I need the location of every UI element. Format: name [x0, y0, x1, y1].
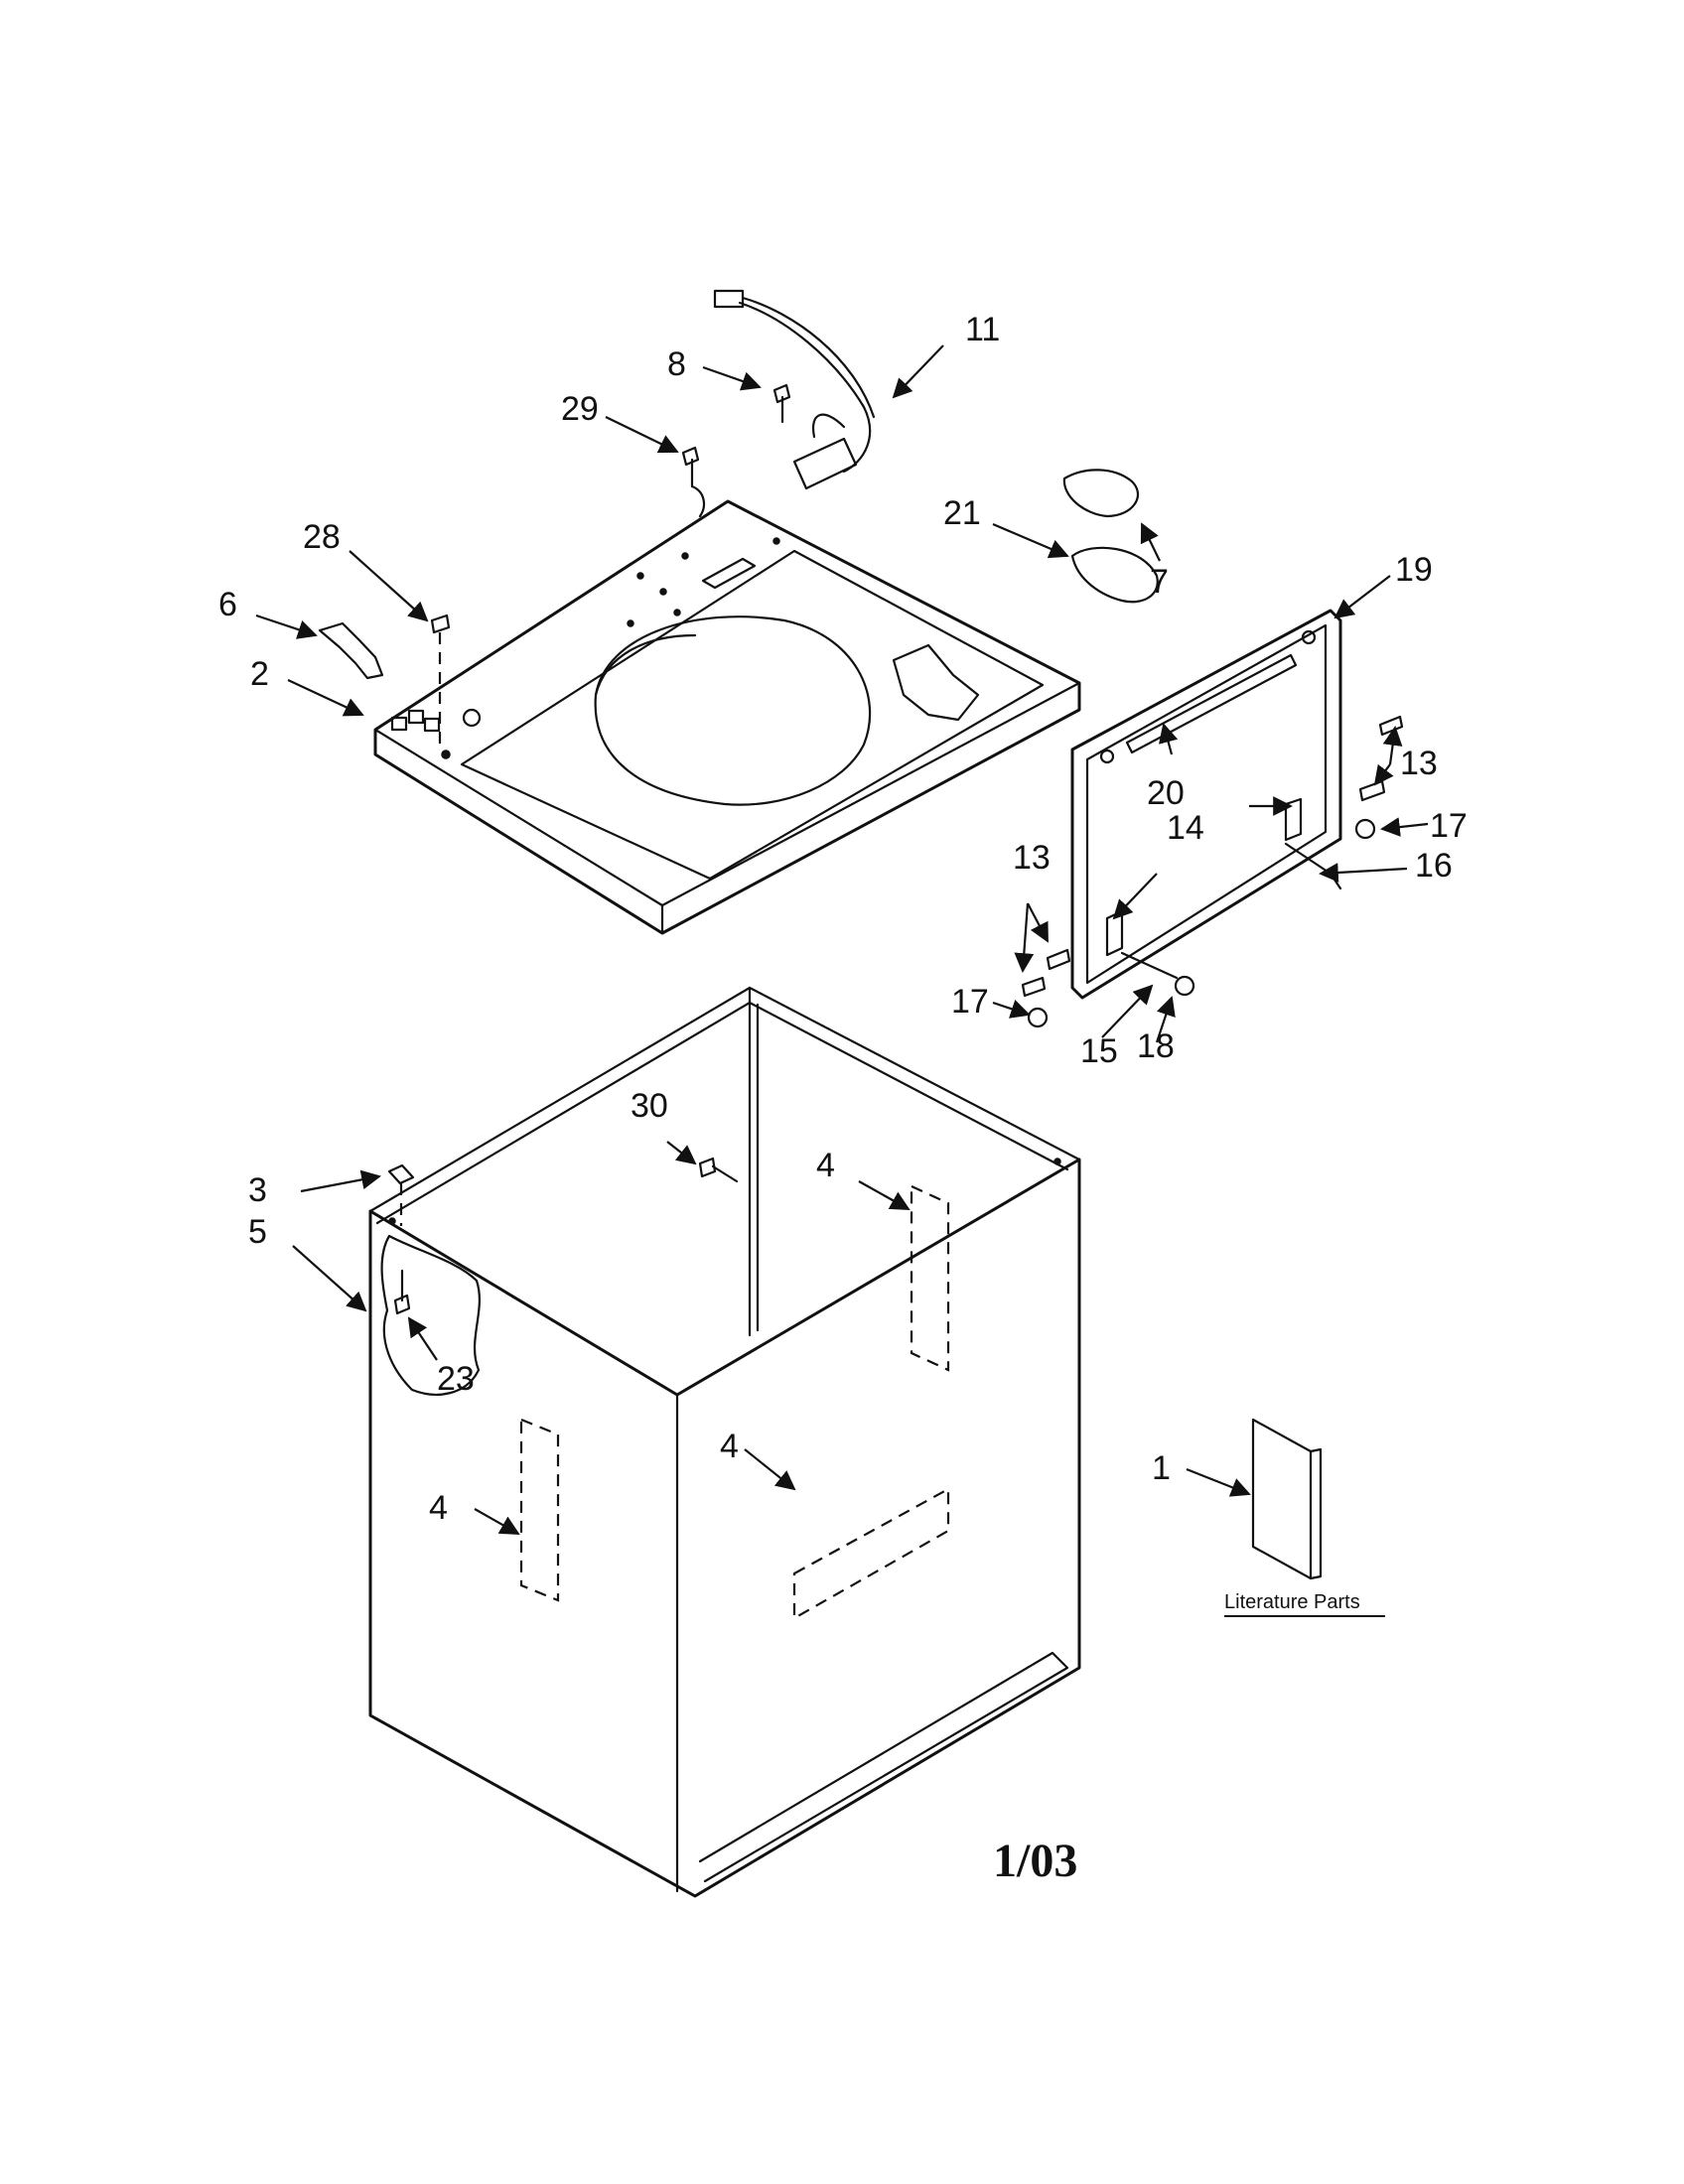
screw-8: [772, 383, 791, 424]
callout-4-rear: 4: [816, 1147, 835, 1184]
callout-2: 2: [250, 655, 269, 693]
callout-28: 28: [303, 518, 341, 556]
wire-harness: [713, 289, 876, 490]
callout-4-front: 4: [720, 1428, 739, 1465]
callout-13-left: 13: [1013, 839, 1051, 877]
callout-3: 3: [248, 1171, 267, 1209]
callout-8: 8: [667, 345, 686, 383]
callout-13-right: 13: [1400, 745, 1438, 782]
callout-29: 29: [561, 390, 599, 428]
callout-6: 6: [218, 586, 237, 623]
callout-5: 5: [248, 1213, 267, 1251]
callout-17-left: 17: [951, 983, 989, 1021]
cabinet: [368, 986, 1081, 1898]
callout-21: 20: [1147, 774, 1185, 812]
page-code: 1/03: [993, 1835, 1077, 1887]
callout-4-side: 4: [429, 1489, 448, 1527]
callout-23: 23: [437, 1360, 475, 1398]
literature-booklet: [1251, 1418, 1323, 1580]
callout-1: 1: [1152, 1449, 1171, 1487]
clip-6: [318, 621, 384, 680]
bracket-3: [387, 1163, 415, 1226]
literature-parts-label: Literature Parts: [1224, 1591, 1360, 1613]
callout-11: 11: [965, 311, 1000, 348]
screw-30: [698, 1157, 739, 1183]
hinge-cover-7-20: [1062, 469, 1159, 604]
callout-17-right: 17: [1430, 807, 1468, 845]
clip-28: [430, 614, 451, 745]
top-panel: [373, 499, 1081, 935]
callout-30: 30: [631, 1087, 668, 1125]
callout-7: 7: [1150, 563, 1169, 601]
callout-20: 21: [943, 494, 981, 532]
callout-18: 18: [1137, 1027, 1175, 1065]
leader-lines: [255, 344, 1429, 1535]
screw-23: [393, 1269, 411, 1315]
screw-29: [681, 446, 706, 518]
callout-15: 15: [1080, 1032, 1118, 1070]
callout-16: 16: [1415, 847, 1453, 885]
lid: [1021, 609, 1404, 1028]
callout-19: 19: [1395, 551, 1433, 589]
callout-14-right: 14: [1167, 809, 1204, 847]
